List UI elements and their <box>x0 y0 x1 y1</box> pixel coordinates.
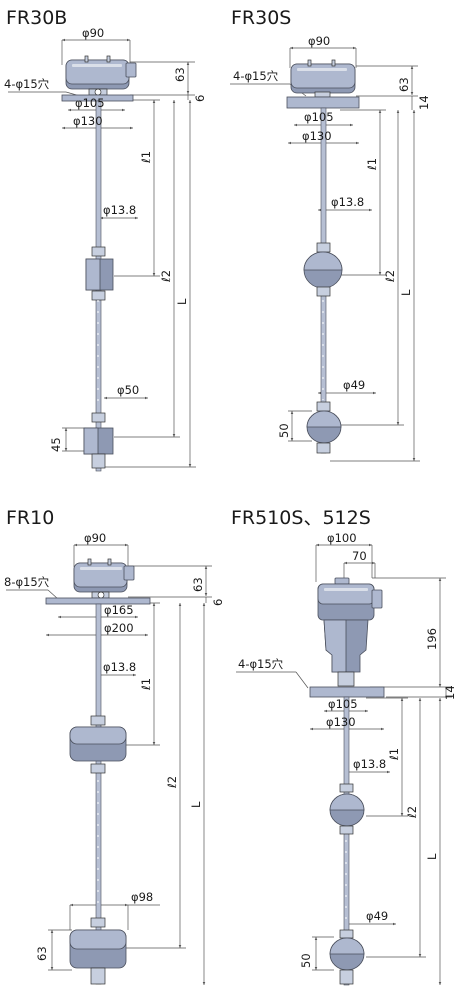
label-length-total: L <box>189 801 203 808</box>
figure-title: FR10 <box>6 507 54 529</box>
figure-fr30s: FR30S φ9 <box>230 7 431 462</box>
label-flange-thickness: 14 <box>443 685 455 700</box>
label-rod-diameter: φ13.8 <box>103 203 136 217</box>
label-head-diameter: φ90 <box>84 531 106 545</box>
label-float-height: 50 <box>277 423 291 438</box>
label-head-diameter: φ100 <box>327 531 357 545</box>
label-head-diameter: φ90 <box>308 34 330 48</box>
label-length-l1: ℓ1 <box>387 748 401 761</box>
label-length-total: L <box>425 853 439 860</box>
label-head-diameter: φ90 <box>82 26 104 40</box>
label-pcd: φ105 <box>328 697 358 711</box>
figure-title: FR30S <box>231 7 291 29</box>
label-flange-thickness: 6 <box>211 599 225 606</box>
label-flange-diameter: φ200 <box>104 621 134 635</box>
figure-title: FR30B <box>6 7 67 29</box>
label-head-half: 70 <box>352 549 367 563</box>
label-length-total: L <box>399 289 413 296</box>
label-pcd: φ105 <box>304 110 334 124</box>
label-head-height: 196 <box>425 628 439 650</box>
label-holes: 8-φ15穴 <box>4 575 50 589</box>
label-rod-diameter: φ13.8 <box>353 757 386 771</box>
label-rod-diameter: φ13.8 <box>331 195 364 209</box>
label-length-l2: ℓ2 <box>159 270 173 283</box>
label-rod-diameter: φ13.8 <box>103 660 136 674</box>
label-length-total: L <box>175 298 189 305</box>
label-length-l2: ℓ2 <box>383 270 397 283</box>
figure-fr510s: FR510S、512S <box>231 507 455 986</box>
label-float-diameter: φ49 <box>343 378 365 392</box>
figure-fr10: FR10 <box>4 507 225 985</box>
figure-fr30b: FR30B <box>4 7 207 472</box>
label-float-height: 63 <box>35 946 49 961</box>
label-flange-diameter: φ130 <box>73 114 103 128</box>
label-flange-diameter: φ130 <box>302 129 332 143</box>
label-float-diameter: φ50 <box>117 383 139 397</box>
label-length-l1: ℓ1 <box>139 151 153 164</box>
label-float-height: 50 <box>299 953 313 968</box>
label-length-l2: ℓ2 <box>165 776 179 789</box>
label-holes: 4-φ15穴 <box>238 657 284 671</box>
label-float-diameter: φ49 <box>366 909 388 923</box>
label-head-height: 63 <box>397 77 411 92</box>
label-length-l1: ℓ1 <box>365 158 379 171</box>
label-flange-thickness: 6 <box>193 95 207 102</box>
label-float-diameter: φ98 <box>131 890 153 904</box>
label-head-height: 63 <box>173 67 187 82</box>
label-flange-diameter: φ130 <box>326 715 356 729</box>
label-float-height: 45 <box>49 437 63 452</box>
label-head-height: 63 <box>191 577 205 592</box>
label-flange-thickness: 14 <box>417 95 431 110</box>
label-holes: 4-φ15穴 <box>4 77 50 91</box>
figure-title: FR510S、512S <box>231 507 371 529</box>
label-length-l1: ℓ1 <box>139 678 153 691</box>
label-pcd: φ105 <box>75 96 105 110</box>
label-pcd: φ165 <box>104 603 134 617</box>
label-holes: 4-φ15穴 <box>233 69 279 83</box>
label-length-l2: ℓ2 <box>405 806 419 819</box>
